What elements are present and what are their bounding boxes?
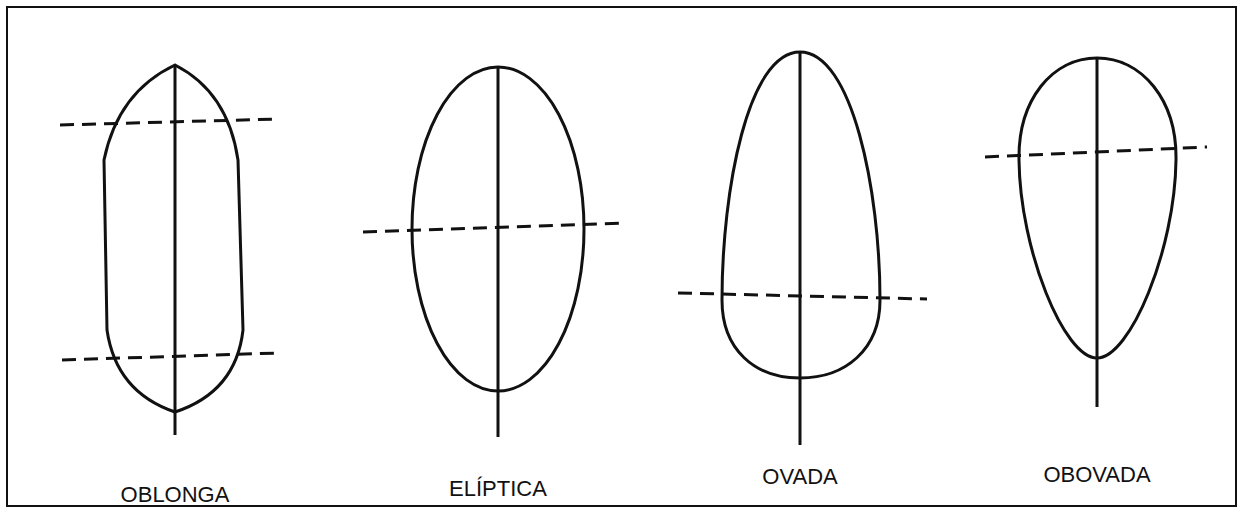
dashed-line — [363, 223, 625, 232]
frame-border — [7, 7, 1236, 506]
dashed-line — [985, 147, 1207, 157]
dashed-line — [60, 119, 278, 125]
shape-label: OVADA — [762, 466, 837, 488]
dashed-line — [678, 293, 927, 299]
midrib — [497, 67, 500, 437]
shape-label: ELÍPTICA — [449, 478, 547, 500]
shape-label: OBLONGA — [121, 484, 230, 506]
dashed-line — [62, 353, 278, 360]
shape-label: OBOVADA — [1043, 464, 1150, 486]
midrib — [799, 52, 802, 445]
midrib — [1096, 58, 1099, 407]
